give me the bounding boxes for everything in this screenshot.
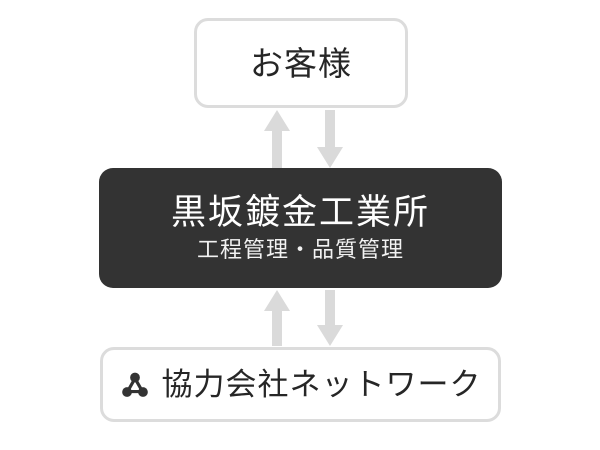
node-customer-title: お客様 [250, 44, 352, 82]
node-partners-row: 協力会社ネットワーク [120, 369, 482, 400]
node-customer: お客様 [194, 18, 408, 108]
node-company-title: 黒坂鍍金工業所 [170, 192, 430, 232]
network-share-icon [120, 370, 150, 400]
node-company: 黒坂鍍金工業所 工程管理・品質管理 [99, 168, 502, 288]
arrow-down-company-to-customer [315, 110, 345, 168]
node-company-subtitle: 工程管理・品質管理 [196, 237, 404, 263]
arrow-down-company-to-partners [315, 290, 345, 346]
arrow-up-customer-to-company [262, 110, 292, 168]
arrow-up-partners-to-company [262, 290, 292, 346]
node-partners-title: 協力会社ネットワーク [161, 367, 482, 402]
node-partners: 協力会社ネットワーク [100, 347, 501, 422]
